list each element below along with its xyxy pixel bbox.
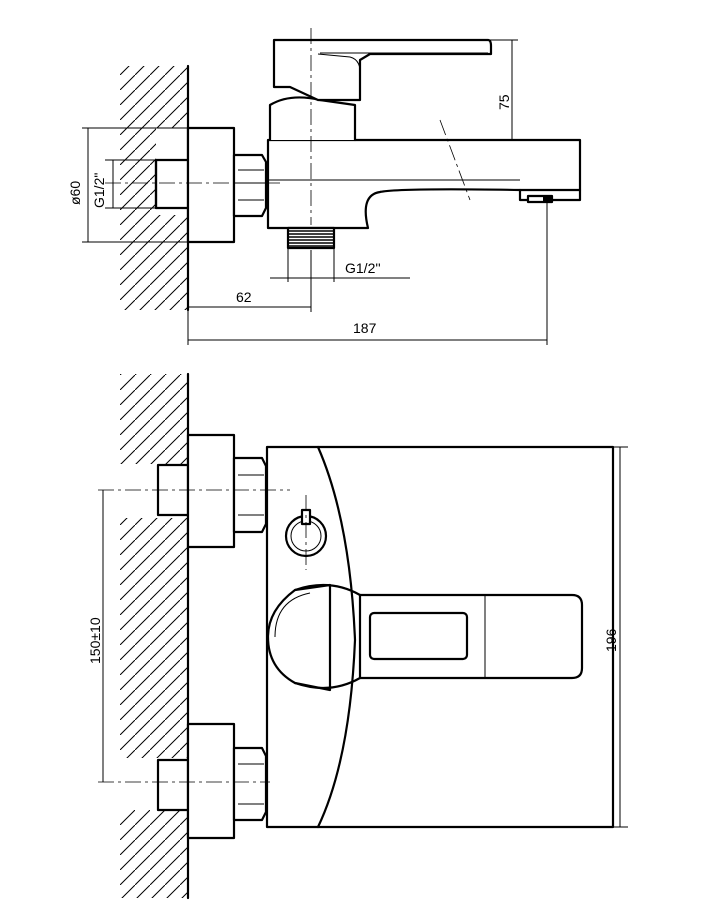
dimensions-top: 75 ø60 G1/2" G1/2'' 62 187 <box>67 39 580 345</box>
wall-hatch-top <box>120 64 190 312</box>
dim-wall-diameter: ø60 <box>67 181 83 205</box>
dim-wall-thread: G1/2" <box>91 173 107 208</box>
outlet-thread <box>270 226 410 282</box>
dim-body-height: 196 <box>603 628 619 652</box>
dim-outlet-offset: 62 <box>236 289 252 305</box>
mixer-body <box>266 96 582 230</box>
center-lines-top <box>105 28 471 225</box>
dim-inlet-spacing: 150±10 <box>87 617 103 664</box>
dim-handle-height: 75 <box>496 94 512 110</box>
inlet-lower <box>156 722 268 840</box>
handle-side <box>272 38 493 102</box>
nut <box>232 153 268 218</box>
front-body <box>265 445 615 829</box>
center-lines-bottom <box>98 489 307 783</box>
dim-outlet-thread: G1/2'' <box>345 260 381 276</box>
side-view: 75 ø60 G1/2" G1/2'' 62 187 <box>67 28 582 345</box>
dimensions-bottom: 150±10 196 <box>87 446 628 828</box>
dim-total-length: 187 <box>353 320 377 336</box>
wall-hatch-bottom <box>120 372 190 900</box>
front-view: 150±10 196 <box>87 372 628 900</box>
